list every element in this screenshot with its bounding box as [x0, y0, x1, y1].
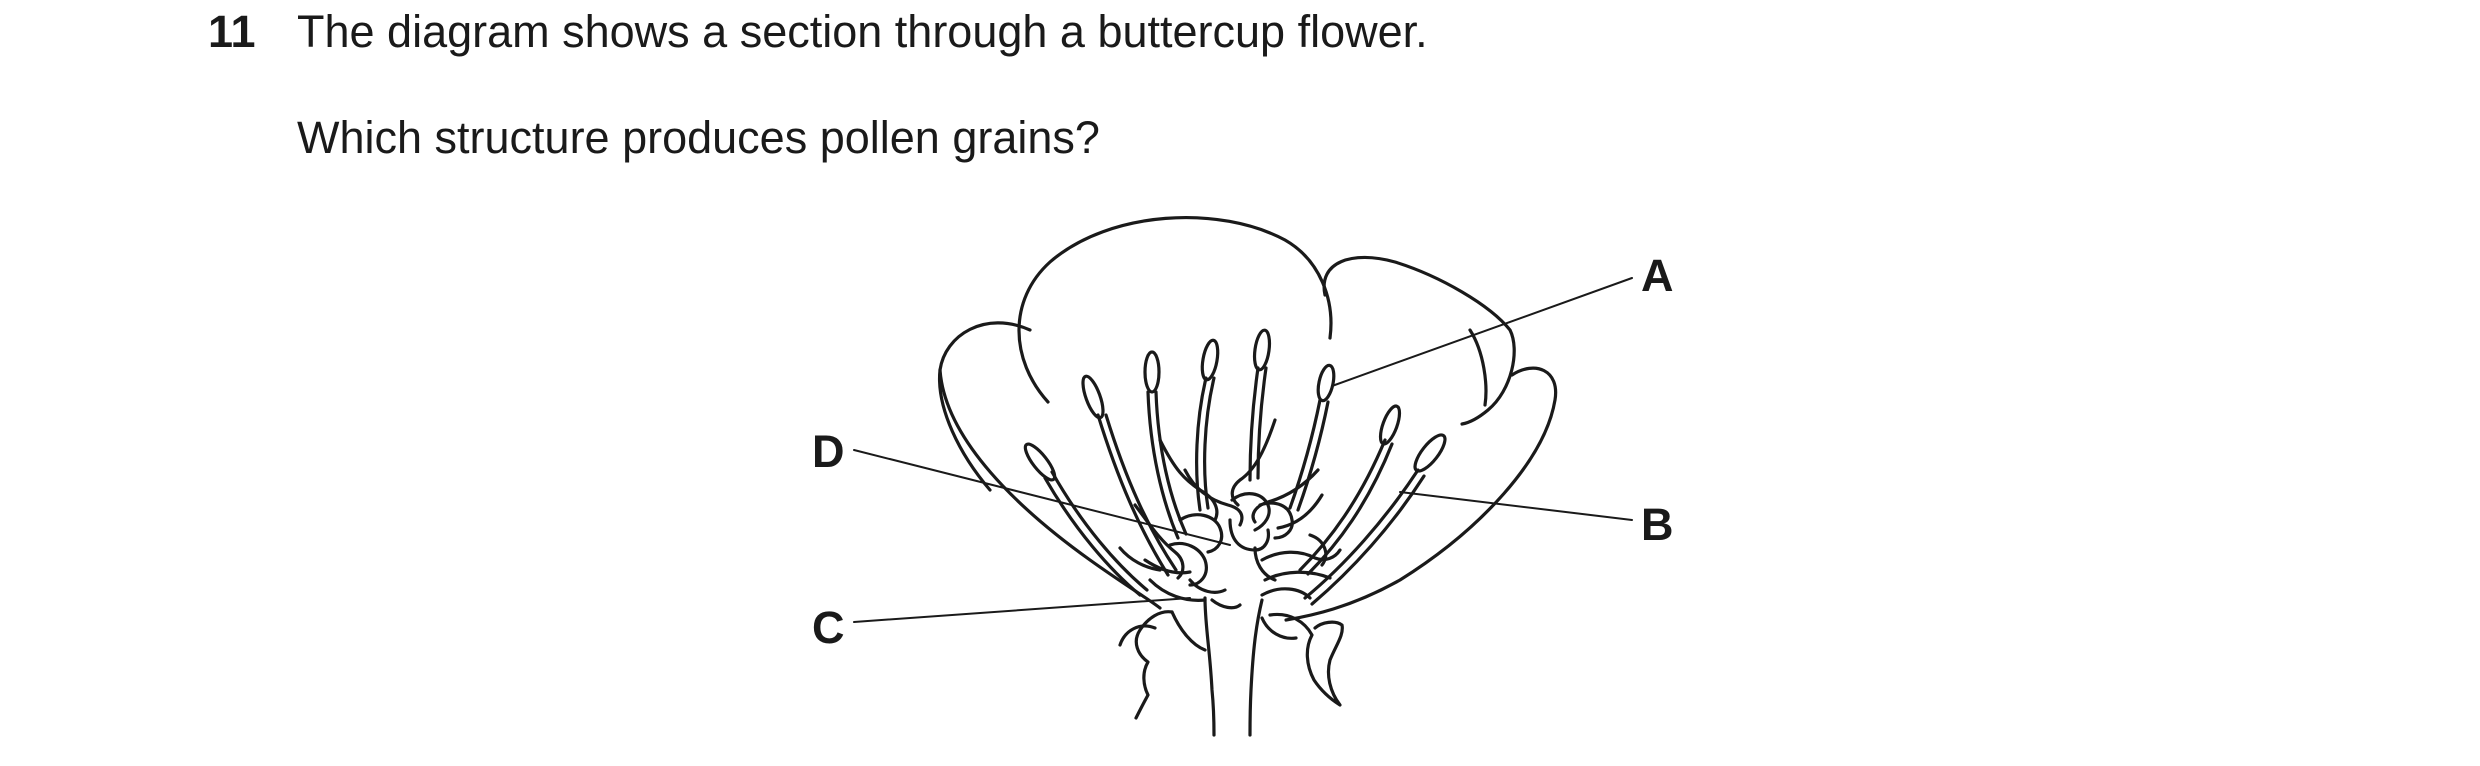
carpels	[1118, 418, 1342, 610]
label-d: D	[812, 426, 845, 477]
anther-5	[1252, 328, 1272, 372]
petal-right-lobe	[1284, 366, 1558, 622]
stalk-right	[1248, 598, 1264, 737]
leader-line-d	[853, 449, 1231, 546]
anther-1	[1023, 442, 1057, 482]
petals	[937, 215, 1558, 622]
label-a: A	[1641, 250, 1674, 301]
question-number: 11	[208, 6, 256, 57]
filament-1	[1043, 476, 1142, 597]
petal-right-top	[1322, 255, 1516, 426]
leader-line-c	[853, 597, 1191, 623]
anther-3	[1143, 350, 1161, 394]
anther-8	[1413, 433, 1447, 473]
petal-right-inner-line	[1468, 328, 1488, 407]
leader-line-b	[1399, 491, 1633, 521]
anther-6	[1316, 363, 1336, 403]
question-prompt: Which structure produces pollen grains?	[297, 112, 1100, 163]
petal-back	[1017, 215, 1333, 404]
anther-4	[1200, 338, 1220, 382]
sepal-left	[1134, 610, 1174, 720]
stalk-left	[1203, 596, 1216, 737]
label-c: C	[812, 602, 845, 653]
label-b: B	[1641, 499, 1674, 550]
sepal-right	[1268, 612, 1344, 707]
filament-8	[1303, 468, 1420, 600]
filament-2	[1096, 413, 1170, 577]
filament-4	[1195, 376, 1208, 512]
stamens	[1023, 328, 1447, 606]
label-lines	[853, 277, 1633, 623]
filament-7	[1298, 438, 1387, 572]
filament-3	[1146, 390, 1180, 540]
leader-line-a	[1331, 277, 1633, 387]
anther-7	[1378, 404, 1402, 446]
filament-6	[1288, 398, 1322, 510]
receptacle-and-stalk	[1118, 596, 1344, 737]
question-stem: The diagram shows a section through a bu…	[297, 6, 1428, 57]
anther-2	[1081, 374, 1105, 420]
